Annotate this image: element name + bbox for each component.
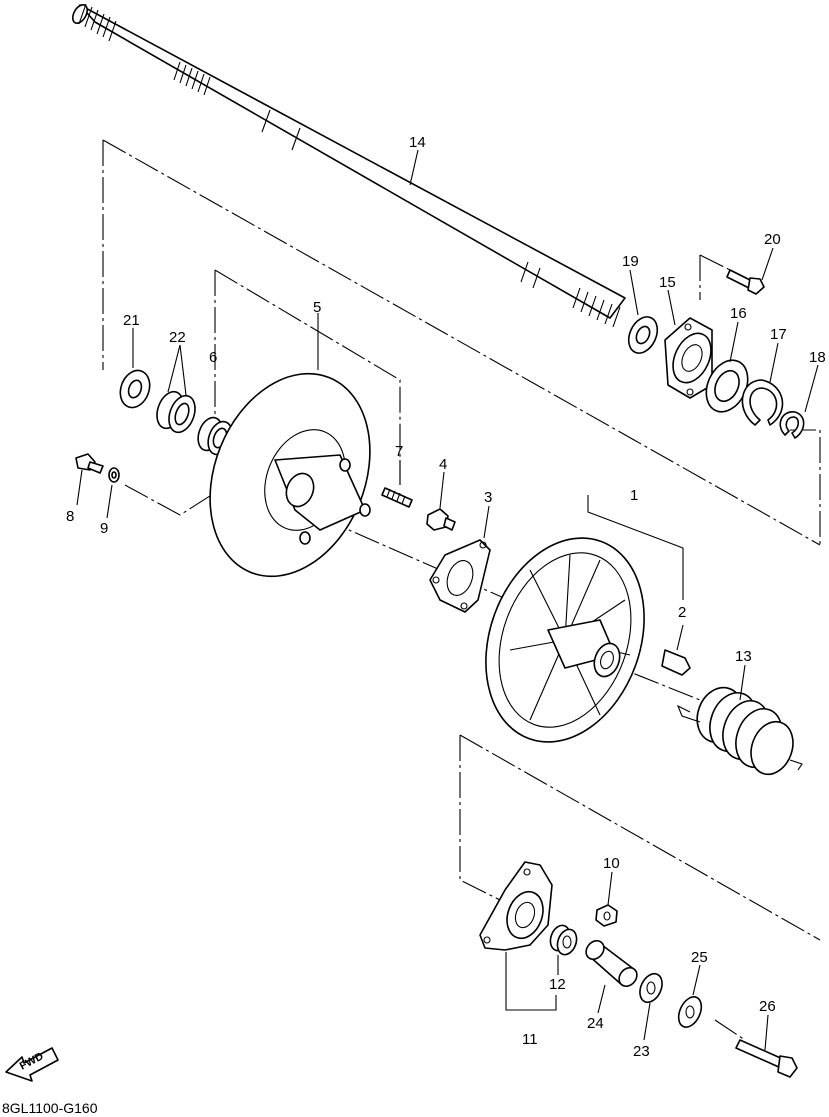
callout-8: 8 xyxy=(66,508,74,525)
part-sheave-5 xyxy=(209,372,371,578)
callout-17: 17 xyxy=(770,326,787,343)
callout-25: 25 xyxy=(691,949,708,966)
part-washer-19 xyxy=(627,316,659,354)
leader-lines xyxy=(76,149,819,1051)
part-washer-21 xyxy=(119,369,151,409)
callout-12: 12 xyxy=(549,976,566,993)
callout-5: 5 xyxy=(313,299,321,316)
callout-4: 4 xyxy=(439,456,447,473)
callout-6: 6 xyxy=(209,349,217,366)
callout-24: 24 xyxy=(587,1015,604,1032)
callout-9: 9 xyxy=(100,520,108,537)
part-bolt-4 xyxy=(426,508,456,531)
part-bracket-11 xyxy=(479,861,553,951)
part-nut-10 xyxy=(595,904,618,927)
callout-15: 15 xyxy=(659,274,676,291)
part-collar-12 xyxy=(549,924,578,956)
callout-labels: 1 2 3 4 5 6 7 8 9 10 11 12 13 14 15 16 1… xyxy=(66,134,826,1060)
callout-7: 7 xyxy=(395,443,403,460)
part-slider-2 xyxy=(661,649,691,676)
part-stud-7 xyxy=(381,487,413,508)
callout-26: 26 xyxy=(759,998,776,1015)
part-washer-25 xyxy=(677,996,703,1028)
callout-22: 22 xyxy=(169,329,186,346)
part-sleeve-24 xyxy=(585,939,638,988)
part-bolt-26 xyxy=(735,1039,798,1078)
callout-19: 19 xyxy=(622,253,639,270)
callout-16: 16 xyxy=(730,305,747,322)
part-washer-9 xyxy=(108,467,120,483)
fwd-arrow: FWD xyxy=(5,1047,59,1082)
callout-11: 11 xyxy=(522,1031,538,1048)
part-shaft xyxy=(71,3,626,328)
part-bearing-16 xyxy=(705,359,749,413)
callout-3: 3 xyxy=(484,489,492,506)
callout-1: 1 xyxy=(630,487,638,504)
part-bolt-8 xyxy=(75,453,104,474)
part-spring-13 xyxy=(676,686,803,776)
callout-21: 21 xyxy=(123,312,140,329)
callout-20: 20 xyxy=(764,231,781,248)
callout-10: 10 xyxy=(603,855,620,872)
callout-23: 23 xyxy=(633,1043,650,1060)
part-bolt-20 xyxy=(726,269,765,295)
callout-2: 2 xyxy=(678,604,686,621)
part-snap-ring-17 xyxy=(741,379,784,426)
part-circlip-18 xyxy=(779,411,805,439)
part-sheave-1 xyxy=(485,537,645,743)
callout-14: 14 xyxy=(409,134,426,151)
callout-13: 13 xyxy=(735,648,752,665)
callout-18: 18 xyxy=(809,349,826,366)
part-gasket-3 xyxy=(429,539,491,613)
part-bushing-22 xyxy=(156,390,196,434)
part-washer-23 xyxy=(639,972,663,1004)
diagram-code: 8GL1100-G160 xyxy=(2,1100,98,1116)
part-housing-15 xyxy=(664,317,713,399)
